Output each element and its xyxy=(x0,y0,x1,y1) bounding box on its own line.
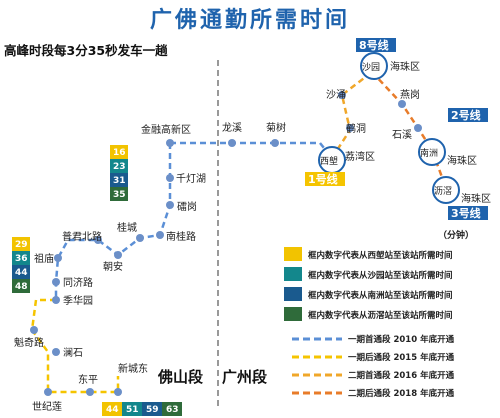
station-dot-jinrong xyxy=(166,139,174,147)
svg-text:31: 31 xyxy=(113,176,126,186)
page-title: 广佛通勤所需时间 xyxy=(149,8,350,33)
station-longxi-label: 龙溪 xyxy=(222,121,242,134)
station-dots xyxy=(30,91,422,396)
station-dot-longxi xyxy=(228,139,236,147)
legend-boxes: 框内数字代表从西塱站至该站所需时间 框内数字代表从沙园站至该站所需时间 框内数字… xyxy=(284,247,453,321)
station-dot-shixi xyxy=(414,124,422,132)
station-dot-xinchengdong xyxy=(114,388,122,396)
station-dot-chaoan xyxy=(114,251,122,259)
station-dot-tongjilu xyxy=(52,278,60,286)
station-dot-pujun xyxy=(94,236,102,244)
svg-text:44: 44 xyxy=(15,268,28,278)
station-dot-guicheng xyxy=(136,234,144,242)
badge-line1: 1号线 xyxy=(305,172,345,186)
station-dot-leigang xyxy=(166,201,174,209)
station-jinrong-label: 金融高新区 xyxy=(141,123,191,136)
station-pujun-label: 普君北路 xyxy=(62,230,102,243)
station-xilang-label: 西塱 xyxy=(320,155,338,167)
badge-line3: 3号线 xyxy=(448,206,488,220)
section-foshan-label: 佛山段 xyxy=(157,368,203,386)
station-tongjilu-label: 同济路 xyxy=(63,276,93,289)
station-kuiqilu-label: 魁奇路 xyxy=(14,336,44,349)
station-lijiao-sub: 海珠区 xyxy=(461,192,491,205)
station-guicheng-label: 桂城 xyxy=(117,221,137,234)
station-dongping-label: 东平 xyxy=(78,373,98,386)
station-dot-yangang xyxy=(398,100,406,108)
station-nanguilu-label: 南桂路 xyxy=(166,230,196,243)
route-phase2a xyxy=(330,71,373,159)
interchange-shayuan: 沙园 xyxy=(360,52,388,80)
svg-text:8号线: 8号线 xyxy=(359,38,389,52)
svg-text:2号线: 2号线 xyxy=(451,108,481,122)
svg-text:63: 63 xyxy=(166,405,179,415)
station-dot-shayong xyxy=(338,91,346,99)
svg-text:48: 48 xyxy=(15,282,28,292)
station-zumiao-label: 祖庙 xyxy=(34,252,54,265)
station-dot-nanguilu xyxy=(156,231,164,239)
station-shijilian-label: 世纪莲 xyxy=(32,401,62,413)
station-dot-kuiqilu xyxy=(30,326,38,334)
svg-text:36: 36 xyxy=(15,254,28,264)
svg-text:3号线: 3号线 xyxy=(451,206,481,220)
svg-text:16: 16 xyxy=(113,148,126,158)
station-dot-hedong xyxy=(346,124,354,132)
legend-box-2: 框内数字代表从沙园站至该站所需时间 xyxy=(308,270,453,281)
station-dot-qiandenghu xyxy=(166,174,174,182)
section-guangzhou-label: 广州段 xyxy=(222,368,267,386)
svg-text:59: 59 xyxy=(146,405,159,415)
station-lanshi-label: 澜石 xyxy=(63,347,83,359)
badge-line2: 2号线 xyxy=(448,108,488,122)
station-xilang-sub: 荔湾区 xyxy=(345,150,375,163)
station-dot-jushu xyxy=(271,139,279,147)
badge-line8: 8号线 xyxy=(356,38,396,52)
legend-box-1: 框内数字代表从西塱站至该站所需时间 xyxy=(308,250,453,261)
station-nanzhou-label: 南洲 xyxy=(420,147,438,159)
svg-text:29: 29 xyxy=(15,240,28,250)
route-phase1b xyxy=(30,298,120,394)
station-hedong-label: 鹤洞 xyxy=(346,122,366,135)
svg-text:23: 23 xyxy=(113,162,126,172)
station-yangang-label: 燕岗 xyxy=(400,89,420,101)
station-dot-shijilian xyxy=(44,388,52,396)
subtitle: 高峰时段每3分35秒发车一趟 xyxy=(4,43,168,58)
station-xinchengdong-label: 新城东 xyxy=(118,362,148,375)
interchange-lijiao: 沥滘 xyxy=(432,176,460,204)
station-jushu-label: 菊树 xyxy=(266,121,286,134)
station-shayuan-label: 沙园 xyxy=(362,62,380,73)
station-dot-dongping xyxy=(86,388,94,396)
station-shayuan-sub: 海珠区 xyxy=(390,60,420,73)
legend-phase-1: 一期首通段 2010 年底开通 xyxy=(348,334,455,345)
station-lijiao-label: 沥滘 xyxy=(434,186,452,197)
interchange-xilang: 西塱 xyxy=(318,146,346,174)
route-phase1a-east xyxy=(170,141,333,159)
legend-unit: （分钟） xyxy=(438,229,474,241)
station-dot-zumiao xyxy=(54,254,62,262)
station-nanzhou-sub: 海珠区 xyxy=(447,154,477,167)
legend-box-3: 框内数字代表从南洲站至该站所需时间 xyxy=(308,290,453,301)
times-xinchengdong: 44 51 59 63 xyxy=(102,402,182,416)
station-qiandenghu-label: 千灯湖 xyxy=(176,173,206,185)
svg-text:44: 44 xyxy=(106,405,119,415)
times-zumiao: 29 36 44 48 xyxy=(12,237,30,293)
station-shayong-label: 沙涌 xyxy=(326,89,346,101)
legend-phase-2: 一期后通段 2015 年底开通 xyxy=(348,352,455,363)
station-dot-jihuayuan xyxy=(52,296,60,304)
svg-text:35: 35 xyxy=(113,190,126,200)
legend-phase-3: 二期首通段 2016 年底开通 xyxy=(348,370,455,381)
legend-phases: 一期首通段 2010 年底开通 一期后通段 2015 年底开通 二期首通段 20… xyxy=(292,334,455,399)
svg-text:1号线: 1号线 xyxy=(308,172,338,186)
station-dot-lanshi xyxy=(52,348,60,356)
times-qiandenghu: 16 23 31 35 xyxy=(110,145,128,201)
svg-text:51: 51 xyxy=(126,405,139,415)
interchange-nanzhou: 南洲 xyxy=(418,138,446,166)
station-chaoan-label: 朝安 xyxy=(103,260,123,273)
legend-phase-4: 二期后通段 2018 年底开通 xyxy=(348,388,455,399)
station-shixi-label: 石溪 xyxy=(392,129,412,141)
station-jihuayuan-label: 季华园 xyxy=(63,294,93,307)
station-leigang-label: 礌岗 xyxy=(177,201,197,213)
legend-box-4: 框内数字代表从沥滘站至该站所需时间 xyxy=(308,310,453,321)
